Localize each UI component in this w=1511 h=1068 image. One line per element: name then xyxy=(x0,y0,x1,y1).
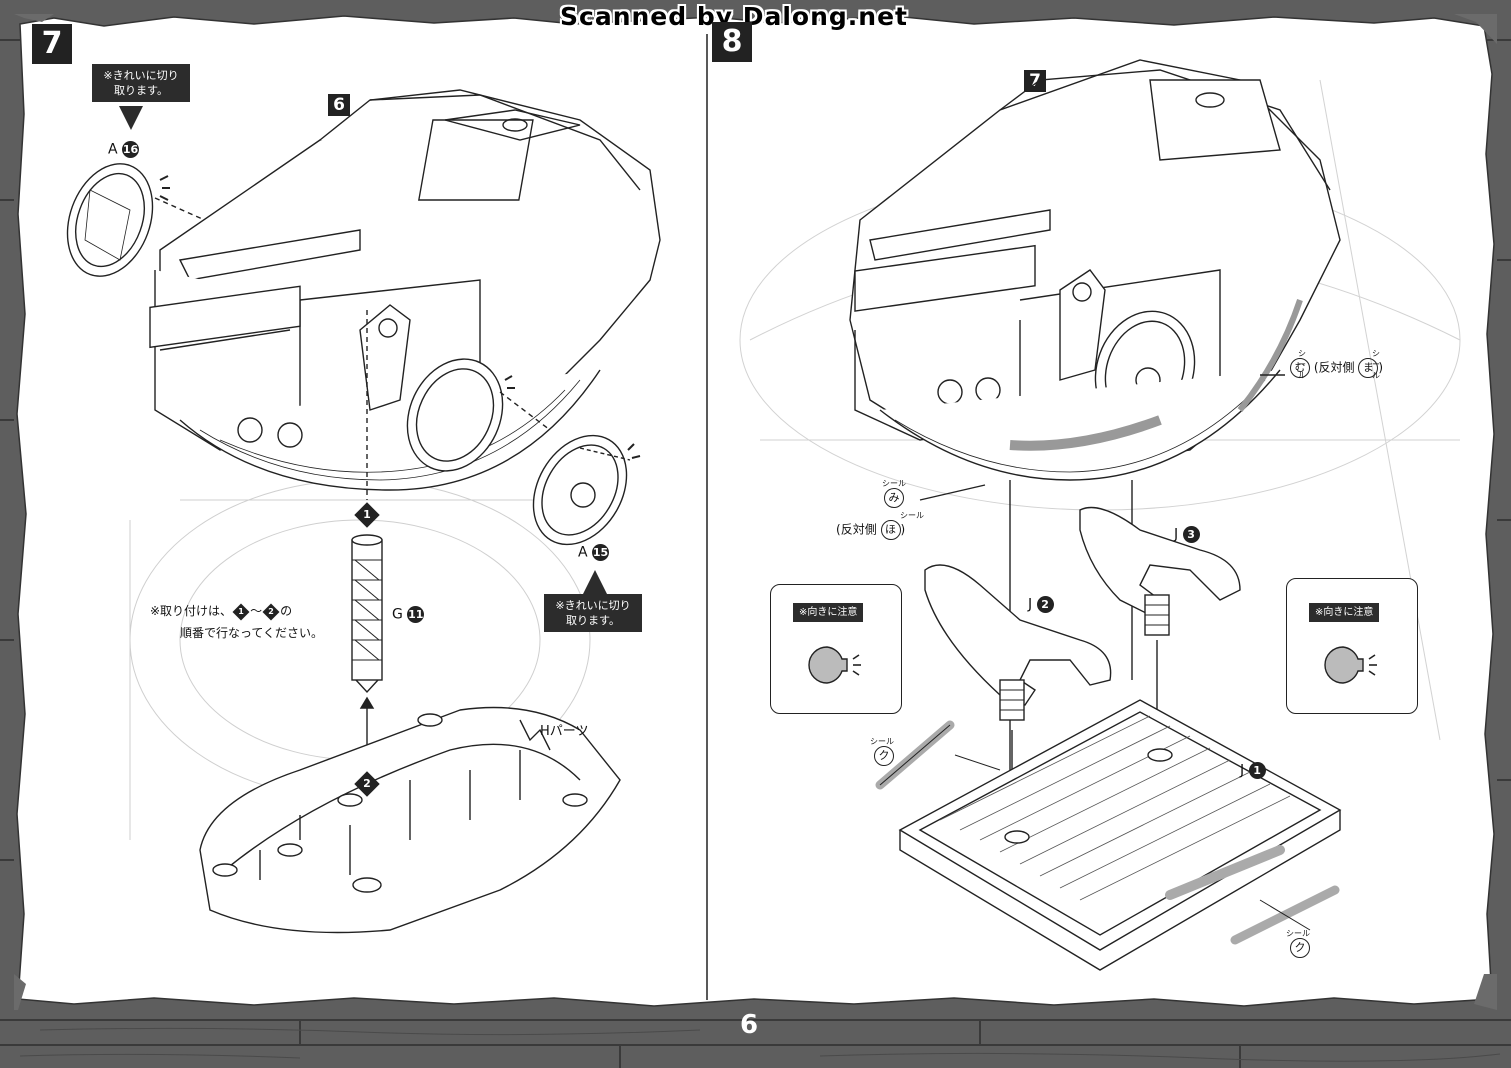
part-letter-g11: G xyxy=(392,606,403,623)
seal-mi: み xyxy=(884,488,904,508)
note-right-line-2: 取ります。 xyxy=(566,614,620,627)
seal-label-mi-ho: シール み シール (反対側 ほ) xyxy=(836,478,956,548)
step-number-8: 8 xyxy=(712,22,752,62)
order-marker-2: 2 xyxy=(354,771,380,797)
part-letter-j3: J xyxy=(1174,526,1179,543)
part-letter-a15: A xyxy=(578,544,588,561)
step-number-7: 7 xyxy=(32,24,72,64)
seal-ku-left: ク xyxy=(874,746,894,766)
note-right-line-1: ※きれいに切り xyxy=(555,599,631,612)
note-top-line-1: ※きれいに切り xyxy=(103,69,179,82)
orientation-key-icon-left xyxy=(808,646,861,684)
part-label-j2: J 2 xyxy=(1028,596,1054,613)
order-to-marker: 2 xyxy=(262,603,280,620)
part-number-j3: 3 xyxy=(1182,526,1200,543)
sub-reference-6: 6 xyxy=(328,94,350,116)
orientation-key-icon-right xyxy=(1324,646,1377,684)
seal-ho: ほ xyxy=(880,520,901,540)
h-parts-label: Hパーツ xyxy=(540,724,589,739)
sub-reference-7: 7 xyxy=(1024,70,1046,92)
part-label-j1: J 1 xyxy=(1240,762,1266,779)
orientation-note-left: ※向きに注意 xyxy=(793,603,864,622)
seal-ku-right: ク xyxy=(1290,938,1310,958)
part-label-g11: G 11 xyxy=(392,606,425,623)
orientation-callout-left: ※向きに注意 xyxy=(770,584,902,714)
part-label-j3: J 3 xyxy=(1174,526,1200,543)
part-label-a16: A 16 xyxy=(108,141,140,158)
order-marker-1: 1 xyxy=(354,502,380,528)
part-letter-j1: J xyxy=(1240,762,1245,779)
part-number-j1: 1 xyxy=(1248,762,1266,779)
seal-caption-ku-left: シール xyxy=(870,737,894,746)
seal-caption-ho: シール xyxy=(900,511,924,520)
part-number-a15: 15 xyxy=(592,544,610,561)
note-top-line-2: 取ります。 xyxy=(114,84,168,97)
part-label-a15: A 15 xyxy=(578,544,610,561)
assembly-order-line-2: 順番で行なってください。 xyxy=(180,626,324,640)
order-from-marker: 1 xyxy=(232,603,250,620)
part-letter-j2: J xyxy=(1028,596,1033,613)
part-number-a16: 16 xyxy=(122,141,140,158)
seal-label-ku-right: シール ク xyxy=(1286,928,1326,962)
note-top-pointer xyxy=(119,106,143,130)
note-cut-cleanly-top: ※きれいに切り 取ります。 xyxy=(92,64,190,102)
orientation-callout-right: ※向きに注意 xyxy=(1286,578,1418,714)
part-number-j2: 2 xyxy=(1036,596,1054,613)
seal-caption-ku-right: シール xyxy=(1286,929,1310,938)
ship-hull-diagram-step7 xyxy=(66,89,661,934)
seal-mu: む xyxy=(1290,358,1310,378)
ship-stand-diagram-step8 xyxy=(739,59,1461,971)
opposite-side-label-2: 反対側 xyxy=(840,522,877,537)
note-cut-cleanly-right: ※きれいに切り 取ります。 xyxy=(544,594,642,632)
note-right-pointer xyxy=(583,570,607,594)
seal-ma: ま xyxy=(1358,358,1379,378)
seal-label-ku-left: シール ク xyxy=(870,736,910,770)
orientation-note-right: ※向きに注意 xyxy=(1309,603,1380,622)
opposite-side-label-1: 反対側 xyxy=(1318,360,1355,375)
page-number: 6 xyxy=(740,1010,759,1040)
seal-caption-mi: シール xyxy=(882,479,906,488)
part-letter-a16: A xyxy=(108,141,118,158)
part-number-g11: 11 xyxy=(407,606,425,623)
